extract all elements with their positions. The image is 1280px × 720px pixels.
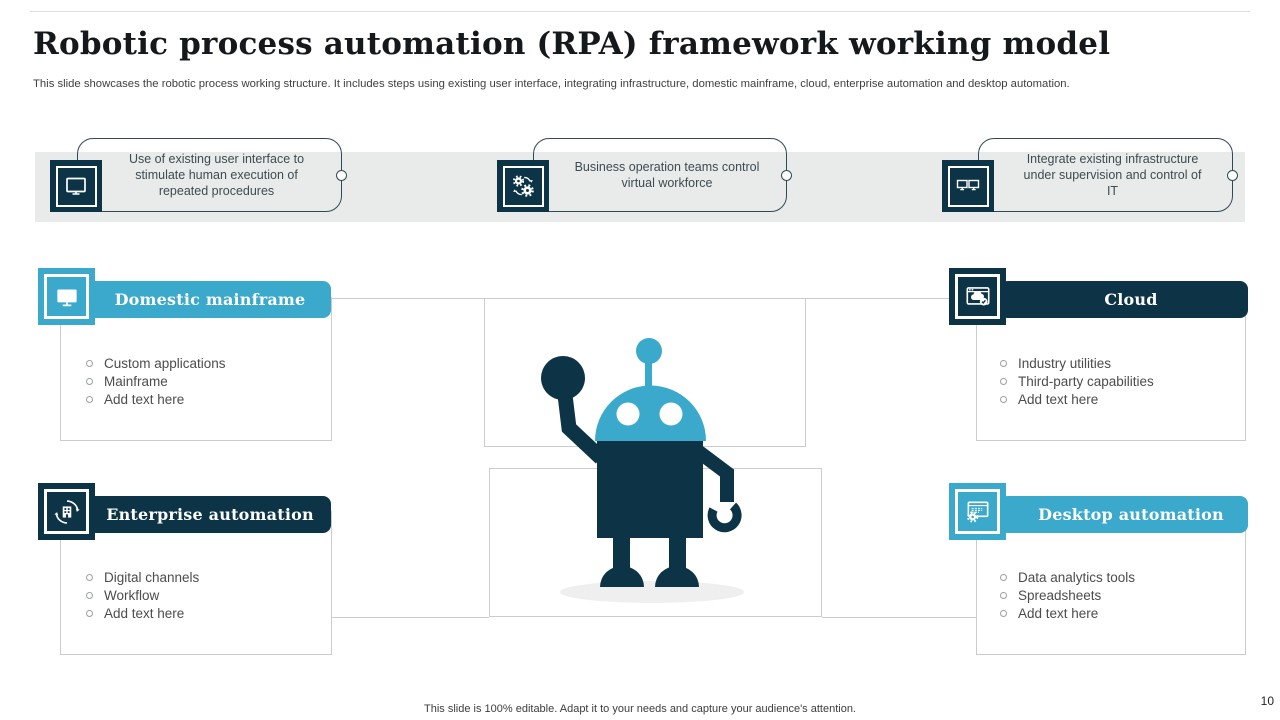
- domestic-mainframe-list: Custom applications Mainframe Add text h…: [86, 354, 226, 408]
- bullet-icon: [86, 609, 93, 617]
- bullet-icon: [1000, 359, 1007, 367]
- list-item-label: Industry utilities: [1018, 355, 1112, 371]
- bullet-icon: [1000, 377, 1007, 385]
- process-band: [35, 152, 1245, 222]
- page-title: Robotic process automation (RPA) framewo…: [33, 26, 1111, 62]
- quadrant-label: Domestic mainframe: [114, 290, 306, 309]
- icon-frame: [44, 274, 89, 319]
- list-item-label: Spreadsheets: [1018, 587, 1102, 603]
- list-item: Add text here: [1000, 604, 1135, 622]
- connector-dot: [1227, 170, 1238, 181]
- list-item-label: Workflow: [104, 587, 160, 603]
- step-callout-1: Use of existing user interface to stimul…: [77, 138, 347, 212]
- quadrant-label: Enterprise automation: [106, 505, 314, 524]
- step-text: Use of existing user interface to stimul…: [128, 152, 305, 198]
- list-item-label: Add text here: [104, 605, 185, 621]
- bullet-icon: [86, 377, 93, 385]
- connector-dot: [336, 170, 347, 181]
- icon-frame: [947, 165, 989, 207]
- step-callout-3: Integrate existing infrastructure under …: [978, 138, 1238, 212]
- list-item: Spreadsheets: [1000, 586, 1135, 604]
- bullet-icon: [1000, 591, 1007, 599]
- connector-dot: [781, 170, 792, 181]
- desktop-automation-header: Desktop automation: [1000, 496, 1248, 533]
- icon-frame: [955, 274, 1000, 319]
- cloud-header: Cloud: [1000, 281, 1248, 318]
- list-item: Data analytics tools: [1000, 568, 1135, 586]
- footer-note: This slide is 100% editable. Adapt it to…: [424, 703, 856, 715]
- bullet-icon: [1000, 573, 1007, 581]
- quadrant-label: Desktop automation: [1038, 505, 1224, 524]
- list-item-label: Custom applications: [104, 355, 226, 371]
- step-text: Integrate existing infrastructure under …: [1023, 152, 1202, 198]
- window-gear-icon: [949, 483, 1006, 540]
- list-item-label: Add text here: [1018, 391, 1099, 407]
- desktop-automation-list: Data analytics tools Spreadsheets Add te…: [1000, 568, 1135, 622]
- list-item-label: Data analytics tools: [1018, 569, 1136, 585]
- robot-illustration: [541, 338, 744, 603]
- list-item: Add text here: [1000, 390, 1154, 408]
- bullet-icon: [86, 591, 93, 599]
- connector-line: [806, 298, 976, 299]
- list-item-label: Mainframe: [104, 373, 168, 389]
- bullet-icon: [86, 395, 93, 403]
- dual-monitors-icon: [942, 160, 994, 212]
- step-text: Business operation teams control virtual…: [574, 160, 760, 190]
- list-item: Third-party capabilities: [1000, 372, 1154, 390]
- cloud-list: Industry utilities Third-party capabilit…: [1000, 354, 1154, 408]
- domestic-mainframe-box: [60, 297, 332, 441]
- quadrant-label: Cloud: [1104, 290, 1158, 309]
- list-item-label: Digital channels: [104, 569, 200, 585]
- list-item-label: Add text here: [104, 391, 185, 407]
- step-callout-2: Business operation teams control virtual…: [533, 138, 792, 212]
- gears-sync-icon: [497, 160, 549, 212]
- list-item: Add text here: [86, 604, 199, 622]
- connector-line: [822, 617, 976, 618]
- slide-subtitle: This slide showcases the robotic process…: [33, 78, 1070, 90]
- enterprise-automation-header: Enterprise automation: [75, 496, 331, 533]
- list-item: Industry utilities: [1000, 354, 1154, 372]
- building-sync-icon: [38, 483, 95, 540]
- bullet-icon: [1000, 395, 1007, 403]
- list-item-label: Add text here: [1018, 605, 1099, 621]
- bullet-icon: [1000, 609, 1007, 617]
- domestic-mainframe-header: Domestic mainframe: [75, 281, 331, 318]
- monitor-icon: [50, 160, 102, 212]
- list-item: Custom applications: [86, 354, 226, 372]
- list-item: Digital channels: [86, 568, 199, 586]
- list-item: Workflow: [86, 586, 199, 604]
- list-item-label: Third-party capabilities: [1018, 373, 1154, 389]
- page-number: 10: [1260, 694, 1274, 708]
- enterprise-automation-list: Digital channels Workflow Add text here: [86, 568, 199, 622]
- list-item: Mainframe: [86, 372, 226, 390]
- connector-line: [332, 298, 484, 299]
- connector-line: [332, 617, 489, 618]
- bullet-icon: [86, 573, 93, 581]
- bullet-icon: [86, 359, 93, 367]
- list-item: Add text here: [86, 390, 226, 408]
- icon-frame: [502, 165, 544, 207]
- cloud-window-icon: [949, 268, 1006, 325]
- icon-frame: [955, 489, 1000, 534]
- enterprise-automation-box: [60, 511, 332, 655]
- icon-frame: [44, 489, 89, 534]
- top-divider: [30, 11, 1250, 12]
- monitor-icon: [38, 268, 95, 325]
- icon-frame: [55, 165, 97, 207]
